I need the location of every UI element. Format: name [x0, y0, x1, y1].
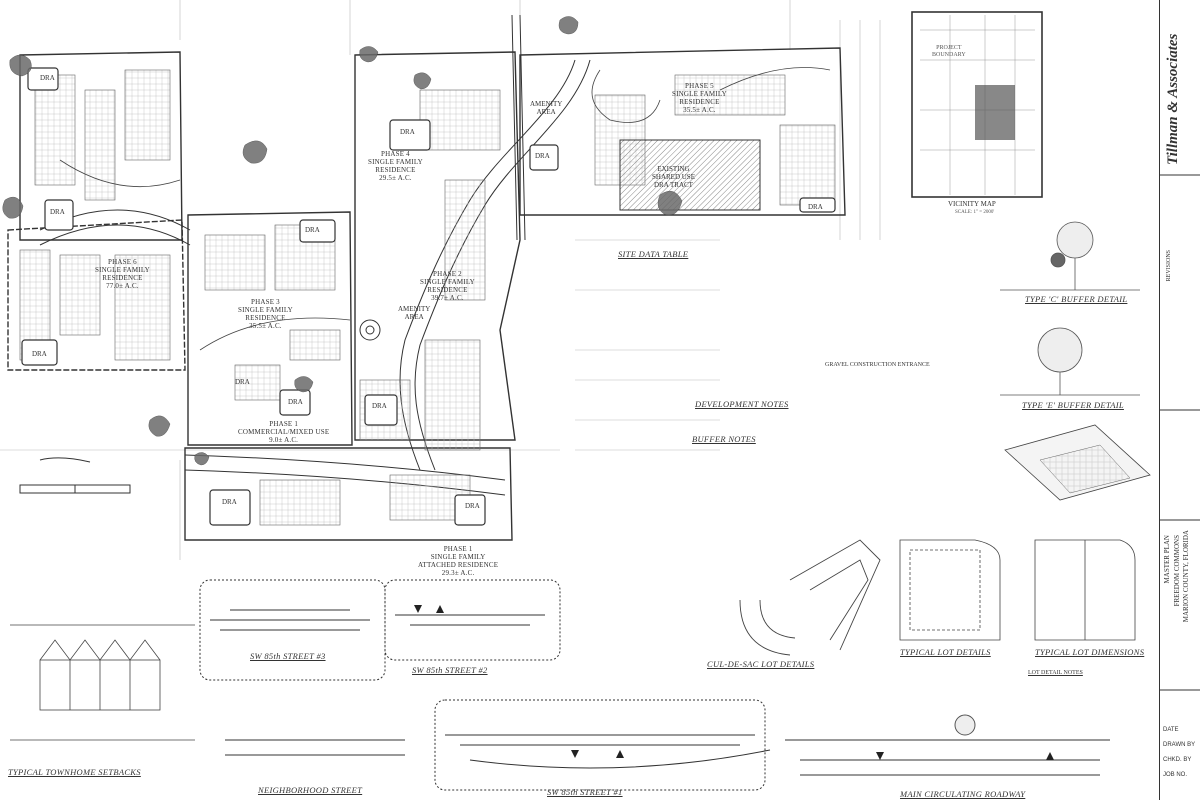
project-location: MARION COUNTY, FLORIDA	[1182, 530, 1190, 623]
typical-lot-dimensions-title: TYPICAL LOT DIMENSIONS	[1035, 647, 1145, 657]
site-data-table-title: SITE DATA TABLE	[618, 249, 689, 259]
vicinity-map-scale: SCALE: 1" = 2000'	[955, 210, 995, 215]
dra-label: DRA	[288, 398, 303, 406]
main-circulating-roadway-title: MAIN CIRCULATING ROADWAY	[900, 789, 1026, 799]
dra-label: DRA	[400, 128, 415, 136]
typical-lot-details-title: TYPICAL LOT DETAILS	[900, 647, 991, 657]
dra-label: DRA	[40, 74, 55, 82]
job-number-field: JOB NO.	[1163, 772, 1188, 778]
type-e-buffer-title: TYPE 'E' BUFFER DETAIL	[1022, 400, 1124, 410]
firm-logo: Tillman & Associates	[1165, 33, 1181, 165]
sw85-street-3-title: SW 85th STREET #3	[250, 651, 326, 661]
dra-label: DRA	[372, 402, 387, 410]
neighborhood-street-title: NEIGHBORHOOD STREET	[258, 785, 363, 795]
buffer-notes-title: BUFFER NOTES	[692, 434, 756, 444]
sw85-street-1-title: SW 85th STREET #1	[547, 787, 623, 797]
cul-de-sac-title: CUL-DE-SAC LOT DETAILS	[707, 659, 815, 669]
townhome-setbacks-title: TYPICAL TOWNHOME SETBACKS	[8, 767, 141, 777]
lot-detail-notes-title: LOT DETAIL NOTES	[1028, 670, 1083, 676]
gravel-entrance-label: GRAVEL CONSTRUCTION ENTRANCE	[825, 362, 930, 368]
dra-label: DRA	[235, 378, 250, 386]
vicinity-map-title: VICINITY MAP	[948, 200, 996, 208]
title-block	[1159, 0, 1200, 800]
dra-label: DRA	[465, 502, 480, 510]
project-title: MASTER PLAN	[1163, 535, 1171, 584]
checked-by-field: CHKD. BY	[1163, 757, 1192, 763]
date-field: DATE	[1163, 727, 1179, 733]
dra-label: DRA	[222, 498, 237, 506]
drawn-by-field: DRAWN BY	[1163, 742, 1196, 748]
dra-label: DRA	[50, 208, 65, 216]
sw85-street-2-title: SW 85th STREET #2	[412, 665, 488, 675]
dra-label: DRA	[808, 203, 823, 211]
dra-label: DRA	[305, 226, 320, 234]
dra-label: DRA	[32, 350, 47, 358]
development-notes-title: DEVELOPMENT NOTES	[695, 399, 789, 409]
dra-label: DRA	[535, 152, 550, 160]
project-name: FREEDOM COMMONS	[1173, 535, 1181, 607]
revisions-label: REVISIONS	[1166, 250, 1172, 282]
type-c-buffer-title: TYPE 'C' BUFFER DETAIL	[1025, 294, 1128, 304]
